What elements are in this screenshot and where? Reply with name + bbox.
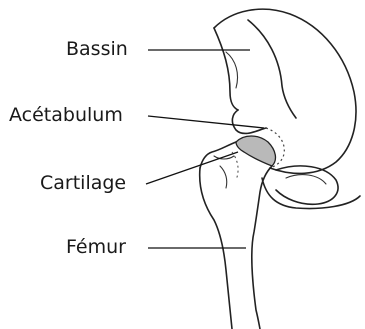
cartilage-region xyxy=(236,136,275,166)
pelvis-label: Bassin xyxy=(66,40,128,59)
cartilage-leader xyxy=(146,152,238,184)
pelvis-bone xyxy=(214,9,356,173)
acetabulum-leader xyxy=(148,116,264,128)
femur-label: Fémur xyxy=(66,238,126,257)
femur-bone xyxy=(200,142,272,329)
acetabulum-label: Acétabulum xyxy=(9,106,123,125)
cartilage-label: Cartilage xyxy=(40,174,126,193)
